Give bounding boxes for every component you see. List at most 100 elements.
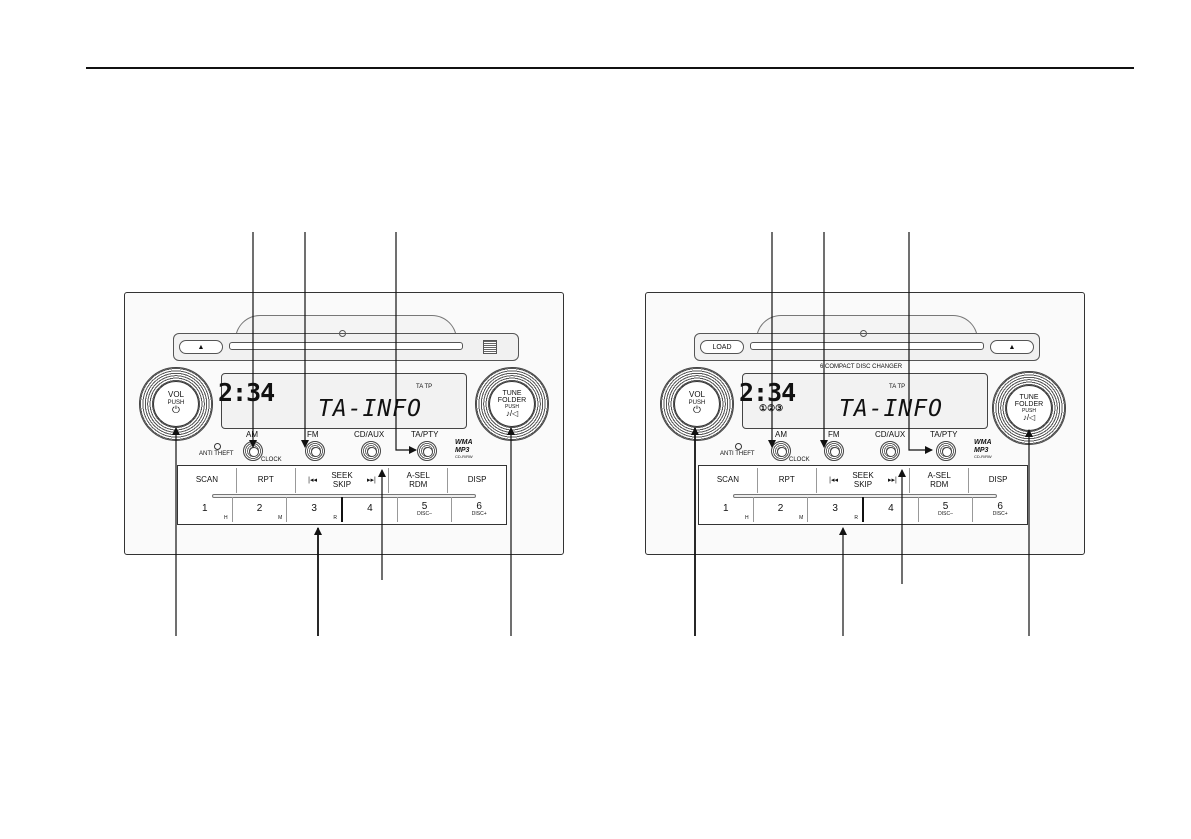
a-sel-rdm-button[interactable]: A-SEL RDM <box>389 468 449 493</box>
ta-pty-button[interactable] <box>417 441 437 461</box>
tune-label: TUNE <box>502 389 522 397</box>
music-note-icon: ♪/◁ <box>505 408 519 418</box>
cd-aux-label: CD/AUX <box>875 430 906 439</box>
cd-aux-label: CD/AUX <box>354 430 385 439</box>
rpt-button[interactable]: RPT <box>237 468 296 493</box>
eject-button[interactable]: ▲ <box>179 340 223 354</box>
eject-button[interactable]: ▲ <box>990 340 1034 354</box>
display-clock: 2:34 <box>739 378 796 407</box>
ta-pty-label: TA/PTY <box>930 430 958 439</box>
cd-rw-logo: CD-R/RW <box>455 454 473 459</box>
folder-label: FOLDER <box>1014 401 1044 409</box>
ta-pty-label: TA/PTY <box>411 430 439 439</box>
panel-bar <box>212 494 476 498</box>
a-sel-rdm-button[interactable]: A-SEL RDM <box>910 468 970 493</box>
preset-1-label: 1 <box>723 503 729 515</box>
audio-unit-left: ▲ 2:34 TA TP TA-INFO VOL PUSH ⏻ TUNE FOL… <box>124 292 564 555</box>
seek-skip-button[interactable]: |◂◂ SEEK SKIP ▸▸| <box>296 468 390 493</box>
fm-button[interactable] <box>305 441 325 461</box>
vol-knob[interactable]: VOL PUSH ⏻ <box>139 367 213 441</box>
wma-logo: WMA <box>974 439 992 446</box>
audio-unit-right: LOAD ▲ 6 COMPACT DISC CHANGER 2:34 ①②③ T… <box>645 292 1085 555</box>
clock-label: CLOCK <box>261 457 282 463</box>
scan-label: SCAN <box>195 475 219 485</box>
load-button[interactable]: LOAD <box>700 340 744 354</box>
cd-aux-button[interactable] <box>880 441 900 461</box>
rpt-label: RPT <box>257 475 274 485</box>
preset-5-label: 5 <box>942 500 949 512</box>
preset-panel: SCAN RPT |◂◂ SEEK SKIP ▸▸| A-SEL RDM DIS… <box>698 465 1028 525</box>
preset-5-sub: DISC– <box>417 511 432 518</box>
rpt-label: RPT <box>778 475 795 485</box>
eject-icon: ▲ <box>197 343 205 351</box>
am-label: AM <box>246 430 258 439</box>
disp-label: DISP <box>467 475 487 485</box>
fm-label: FM <box>307 430 319 439</box>
panel-bar <box>733 494 997 498</box>
vol-push-label: PUSH <box>167 399 185 406</box>
load-label: LOAD <box>712 343 732 351</box>
preset-3-label: 3 <box>311 503 317 515</box>
preset-4-button[interactable]: 4 <box>343 497 398 522</box>
mp3-logo: MP3 <box>455 447 470 454</box>
tune-knob[interactable]: TUNE FOLDER PUSH ♪/◁ <box>992 371 1066 445</box>
preset-6-sub: DISC+ <box>471 511 487 518</box>
scan-button[interactable]: SCAN <box>699 468 758 493</box>
am-label: AM <box>775 430 787 439</box>
disp-button[interactable]: DISP <box>448 468 506 493</box>
am-button[interactable] <box>243 441 263 461</box>
tune-knob-cap: TUNE FOLDER PUSH ♪/◁ <box>1006 385 1052 431</box>
skip-forward-icon: ▸▸| <box>888 476 897 484</box>
skip-back-icon: |◂◂ <box>829 476 838 484</box>
power-icon: ⏻ <box>172 405 180 417</box>
preset-4-button[interactable]: 4 <box>864 497 919 522</box>
power-icon: ⏻ <box>693 405 701 417</box>
disc-slot <box>229 342 463 350</box>
cd-rw-logo: CD-R/RW <box>974 454 992 459</box>
preset-2-label: 2 <box>256 503 263 515</box>
disp-label: DISP <box>988 475 1008 485</box>
preset-6-label: 6 <box>997 500 1003 512</box>
clock-label: CLOCK <box>789 457 810 463</box>
cd-aux-button[interactable] <box>361 441 381 461</box>
scan-button[interactable]: SCAN <box>178 468 237 493</box>
seek-skip-button[interactable]: |◂◂ SEEK SKIP ▸▸| <box>817 468 911 493</box>
vol-knob[interactable]: VOL PUSH ⏻ <box>660 367 734 441</box>
anti-theft-led <box>735 443 742 450</box>
display-ta-tp: TA TP <box>416 384 433 390</box>
preset-5-sub: DISC– <box>938 511 953 518</box>
tune-knob[interactable]: TUNE FOLDER PUSH ♪/◁ <box>475 367 549 441</box>
tray-indicator <box>860 330 867 337</box>
preset-4-label: 4 <box>888 503 894 515</box>
fm-label: FM <box>828 430 840 439</box>
rpt-button[interactable]: RPT <box>758 468 817 493</box>
preset-3-label: 3 <box>832 503 838 515</box>
disp-button[interactable]: DISP <box>969 468 1027 493</box>
am-button[interactable] <box>771 441 791 461</box>
lcd-display: 2:34 ①②③ TA TP TA-INFO <box>739 373 988 429</box>
preset-6-sub: DISC+ <box>992 511 1008 518</box>
top-rule <box>86 67 1134 69</box>
fm-button[interactable] <box>824 441 844 461</box>
tune-label: TUNE <box>1019 393 1039 401</box>
folder-label: FOLDER <box>497 397 527 405</box>
preset-3-sub: R <box>333 514 338 521</box>
disc-status-icon <box>483 340 497 354</box>
eject-icon: ▲ <box>1008 343 1016 351</box>
vol-knob-cap: VOL PUSH ⏻ <box>153 381 199 427</box>
scan-label: SCAN <box>716 475 740 485</box>
ta-pty-button[interactable] <box>936 441 956 461</box>
tune-push-label: PUSH <box>1022 407 1036 414</box>
tray-indicator <box>339 330 346 337</box>
preset-5-label: 5 <box>421 500 428 512</box>
